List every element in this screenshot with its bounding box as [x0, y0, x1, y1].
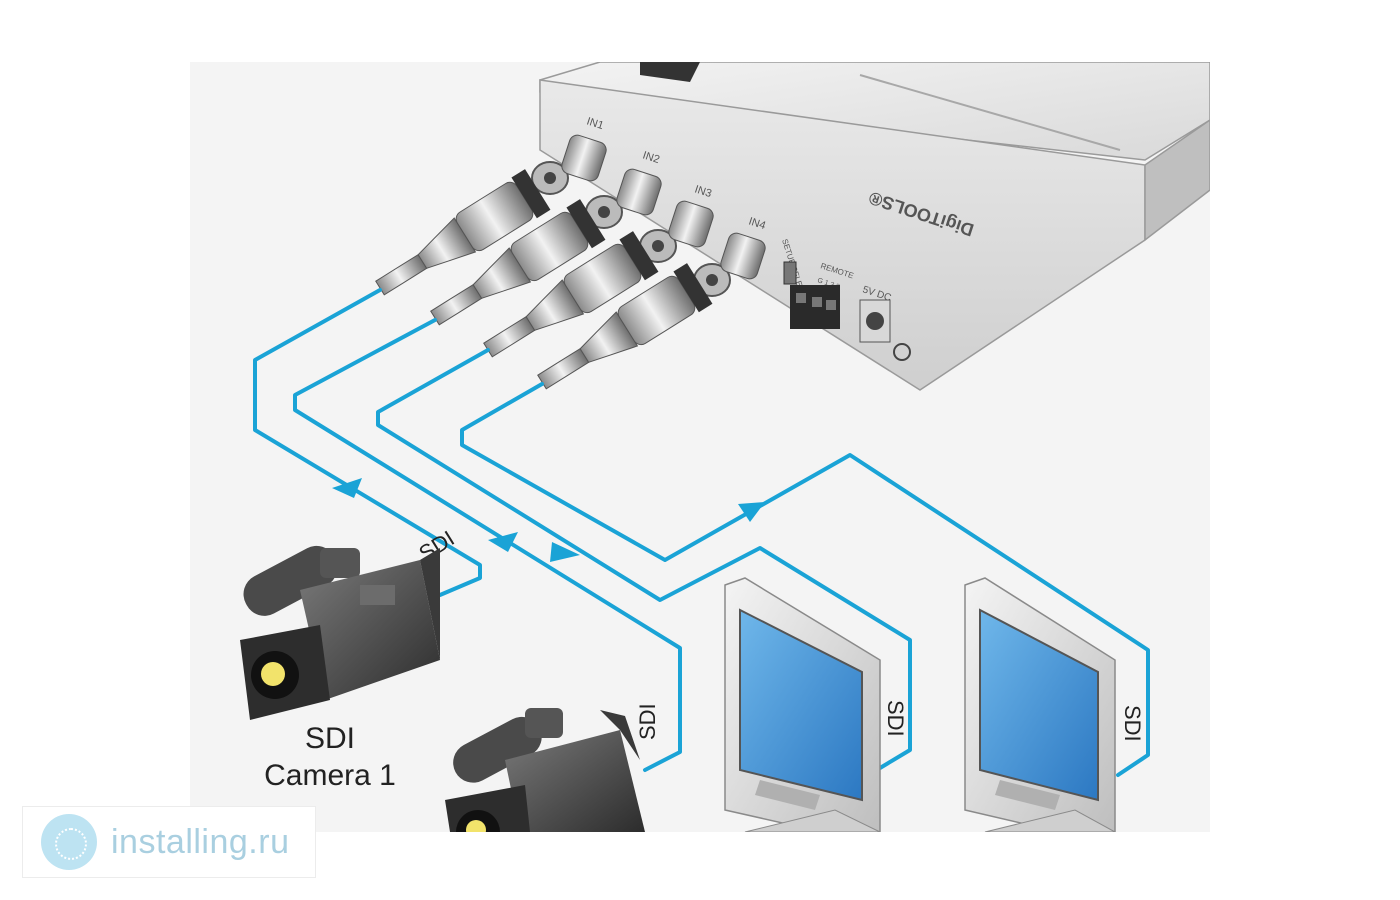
monitor-1-icon [724, 577, 881, 832]
bnc-plug-3 [483, 231, 659, 358]
sdi-label-monitor-1: SDI [883, 700, 908, 737]
bnc-socket-in2 [585, 168, 662, 229]
camera-1-caption-line2: Camera 1 [264, 759, 396, 792]
signal-arrow-camera-1 [332, 478, 362, 498]
power-jack [859, 299, 891, 343]
bnc-plug-1 [375, 169, 551, 296]
camera-1-icon [240, 545, 440, 720]
device-side-face [1144, 119, 1210, 242]
bnc-plug-4 [537, 263, 713, 390]
switcher-device: DigiTOOLS® IN1 IN2 IN3 IN4 SETUP/SELECT … [531, 62, 1210, 391]
watermark-logo-icon [41, 814, 97, 870]
remote-terminal-block [790, 285, 840, 329]
sdi-label-monitor-2: SDI [1120, 705, 1145, 742]
sdi-label-camera-2: SDI [635, 703, 660, 740]
bnc-socket-in3 [639, 200, 714, 263]
sdi-cable-monitor-1 [376, 348, 912, 770]
monitor-2-icon [964, 577, 1116, 832]
signal-arrow-monitor-2 [738, 502, 765, 522]
input-label-in1: IN1 [585, 115, 605, 132]
input-label-in3: IN3 [693, 183, 713, 200]
sdi-cable-camera-2 [293, 318, 682, 772]
signal-arrow-monitor-1 [550, 542, 580, 562]
bnc-plug-2 [430, 199, 606, 326]
input-label-in4: IN4 [747, 215, 767, 232]
device-front-face [539, 79, 1146, 391]
ground-icon [893, 343, 911, 361]
setup-switch [783, 261, 797, 285]
watermark: installing.ru [22, 806, 316, 878]
signal-arrow-camera-2 [488, 532, 518, 552]
watermark-text: installing.ru [111, 822, 290, 861]
bnc-socket-in1 [531, 134, 607, 195]
camera-1-caption-line1: SDI [305, 722, 355, 755]
input-label-in2: IN2 [641, 149, 661, 166]
device-window [640, 62, 700, 82]
sdi-cable-camera-1 [253, 288, 482, 597]
camera-2-icon [445, 708, 645, 832]
